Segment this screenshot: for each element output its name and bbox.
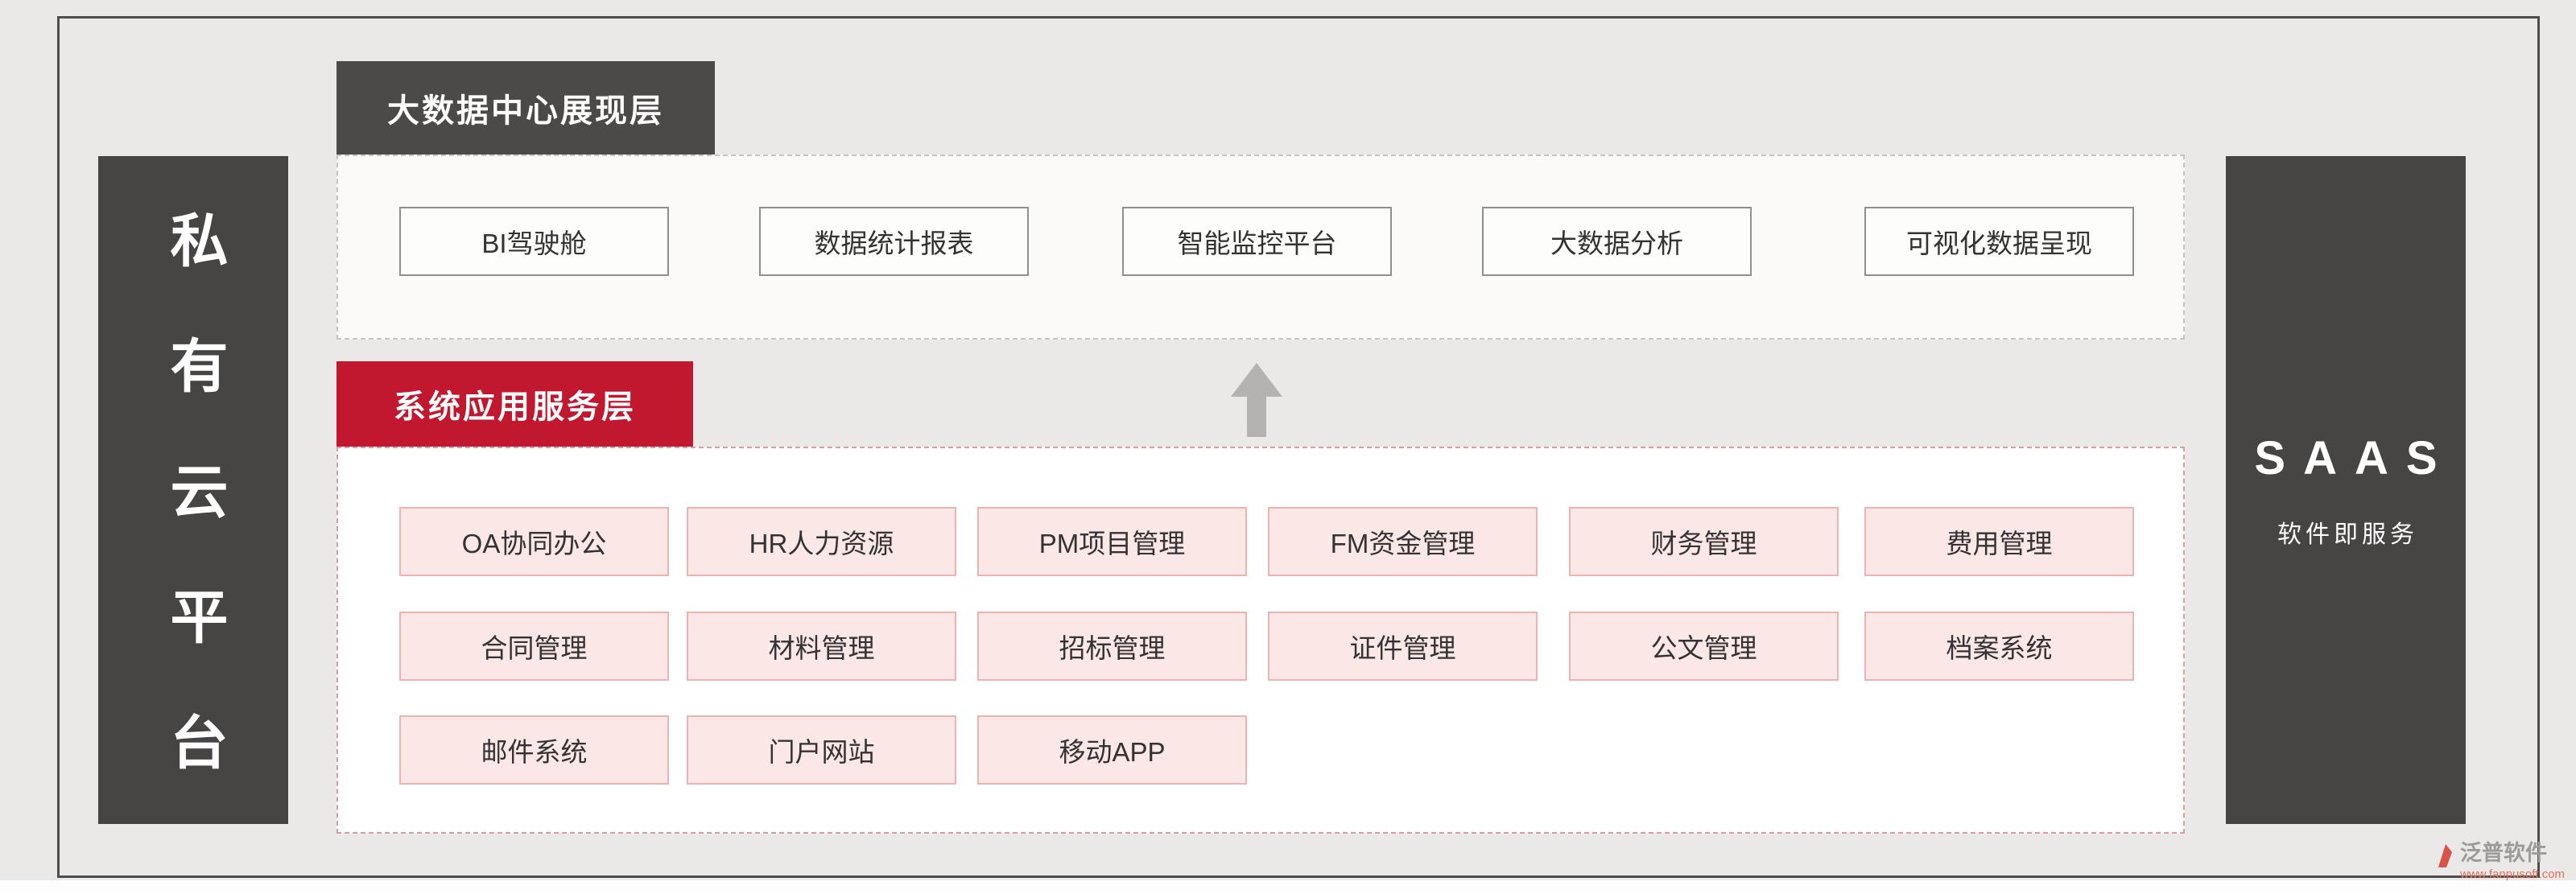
watermark-brand: 泛普软件 <box>2460 841 2547 865</box>
module-material: 材料管理 <box>687 612 956 681</box>
module-archive: 档案系统 <box>1864 612 2134 681</box>
module-certificate: 证件管理 <box>1268 612 1538 681</box>
diagram-frame-border <box>57 16 2540 878</box>
up-arrow-icon <box>1231 363 1282 397</box>
module-bidding: 招标管理 <box>977 612 1247 681</box>
module-bi-cockpit: BI驾驶舱 <box>399 207 669 276</box>
module-fm: FM资金管理 <box>1268 507 1538 576</box>
module-hr: HR人力资源 <box>687 507 956 576</box>
module-finance: 财务管理 <box>1569 507 1839 576</box>
module-pm: PM项目管理 <box>977 507 1247 576</box>
saas-title: SAAS <box>2254 431 2455 484</box>
right-pillar-saas: SAAS 软件即服务 <box>2226 156 2466 824</box>
watermark-url: www.fanpusoft.com <box>2460 867 2566 881</box>
presentation-layer-badge: 大数据中心展现层 <box>336 61 715 154</box>
module-oa: OA协同办公 <box>399 507 669 576</box>
module-smart-monitoring: 智能监控平台 <box>1122 207 1392 276</box>
watermark-logo-icon <box>2438 844 2452 867</box>
left-pillar-private-cloud: 私有云平台 <box>98 156 288 838</box>
left-pillar-label: 私有云平台 <box>161 210 225 838</box>
module-data-report: 数据统计报表 <box>759 207 1029 276</box>
module-mobile-app: 移动APP <box>977 715 1247 785</box>
watermark: 泛普软件 www.fanpusoft.com <box>2433 841 2566 881</box>
module-big-data-analysis: 大数据分析 <box>1482 207 1752 276</box>
up-arrow-stem <box>1247 396 1266 437</box>
bottom-margin-strip <box>0 880 2576 894</box>
saas-subtitle: 软件即服务 <box>2277 521 2418 548</box>
module-data-visualization: 可视化数据呈现 <box>1864 207 2134 276</box>
module-mail: 邮件系统 <box>399 715 669 785</box>
module-expense: 费用管理 <box>1864 507 2134 576</box>
module-portal: 门户网站 <box>687 715 956 785</box>
module-document: 公文管理 <box>1569 612 1839 681</box>
service-layer-badge: 系统应用服务层 <box>336 361 693 447</box>
module-contract: 合同管理 <box>399 612 669 681</box>
